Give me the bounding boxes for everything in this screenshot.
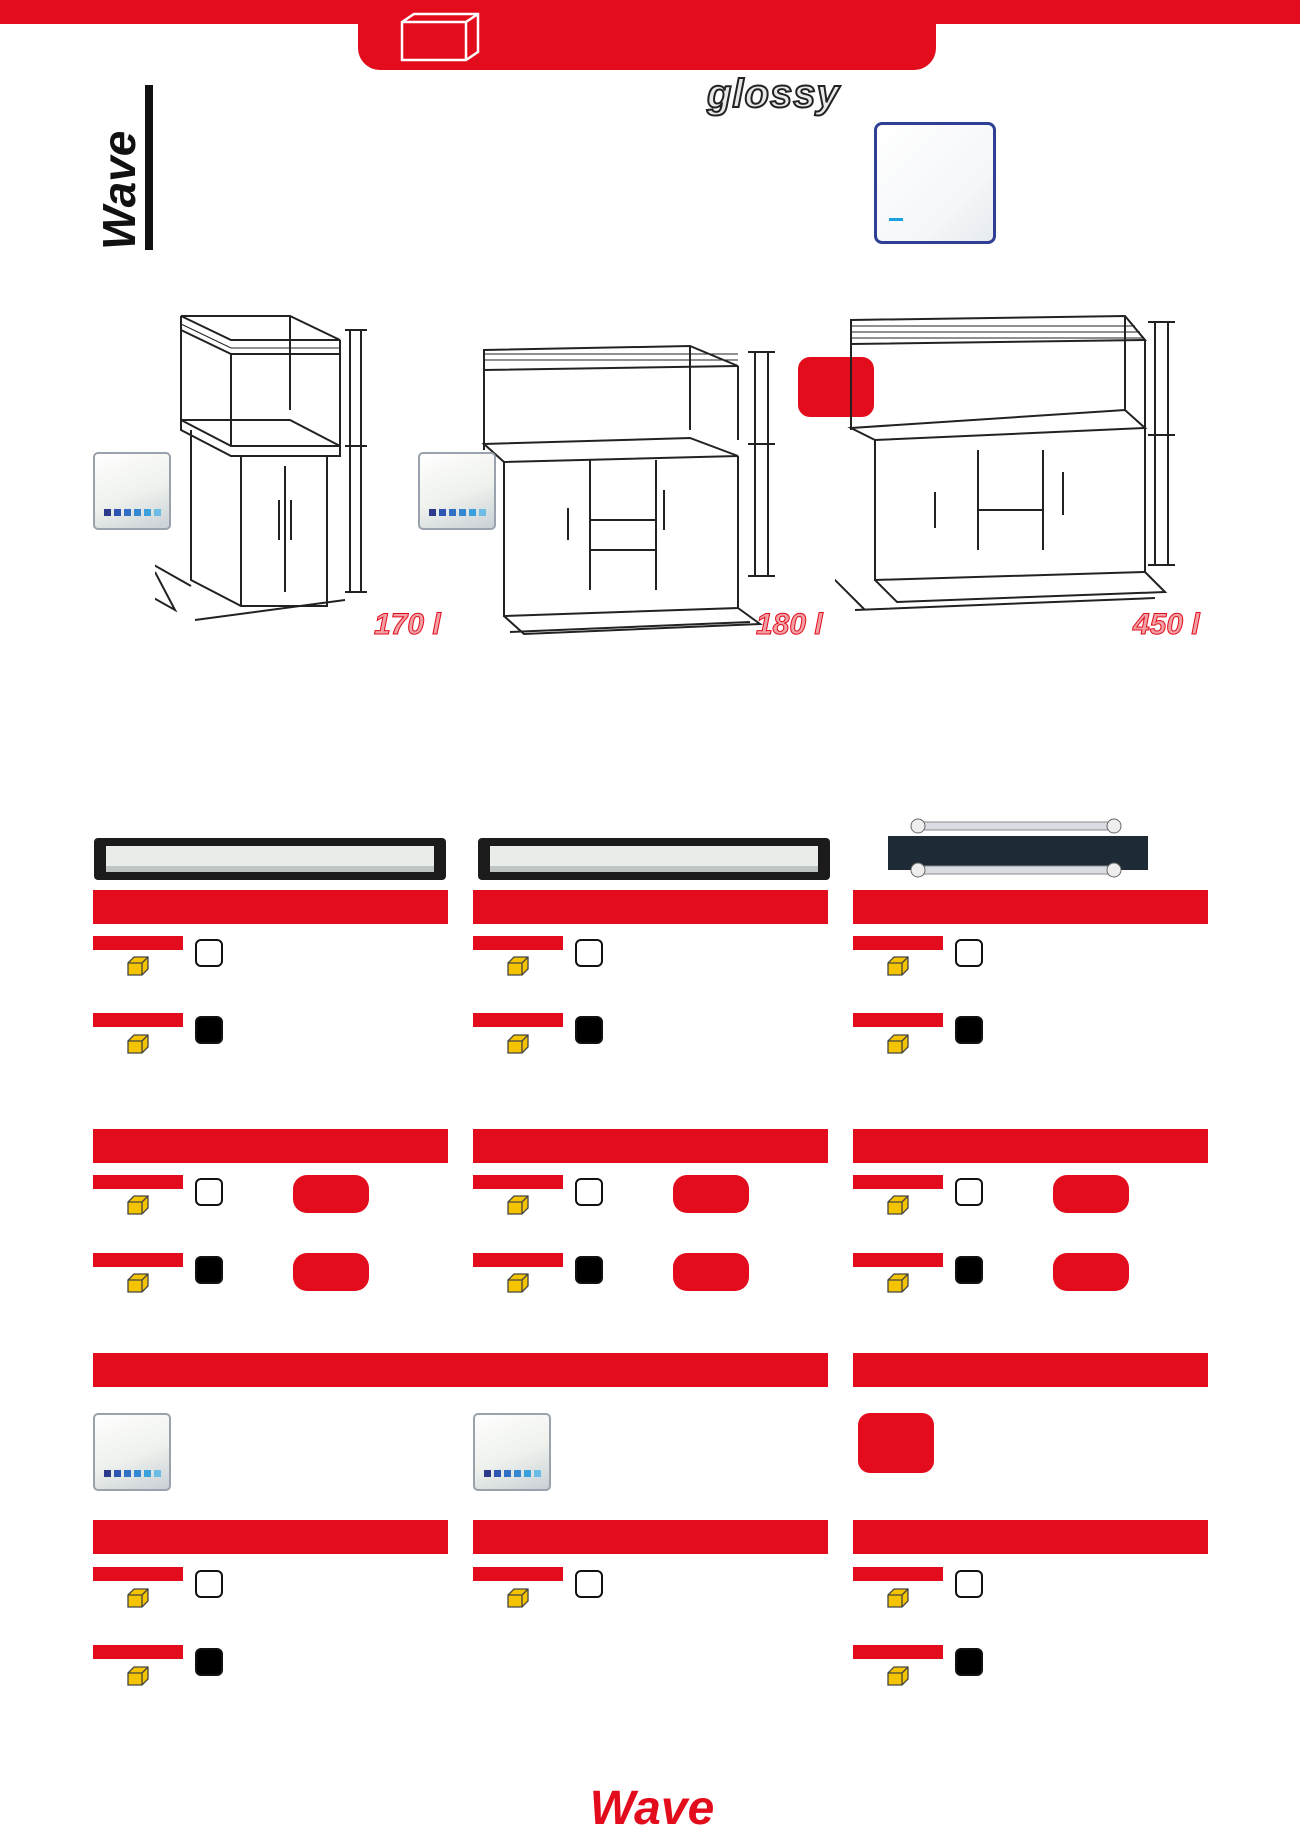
- led-lamp-icon: [94, 838, 446, 880]
- black-color-option[interactable]: [955, 1016, 983, 1044]
- section-bar: [93, 1129, 448, 1163]
- highlight-badge: [1053, 1175, 1129, 1213]
- highlight-badge: [293, 1253, 369, 1291]
- option-bar: [853, 936, 943, 950]
- box-icon: [887, 1666, 909, 1686]
- section-bar-wide: [93, 1353, 828, 1387]
- option-bar: [473, 936, 563, 950]
- option-bar: [853, 1175, 943, 1189]
- option-bar: [473, 1013, 563, 1027]
- option-bar: [853, 1567, 943, 1581]
- box-icon: [887, 1195, 909, 1215]
- black-color-option[interactable]: [955, 1256, 983, 1284]
- white-color-option[interactable]: [195, 1178, 223, 1206]
- white-color-option[interactable]: [195, 939, 223, 967]
- box-icon: [127, 1588, 149, 1608]
- section-bar: [853, 1129, 1208, 1163]
- t5-lamp-icon: [888, 818, 1148, 878]
- footer-logo-text: Wave: [590, 1782, 715, 1832]
- aquarium-drawing-450: [835, 314, 1175, 611]
- brand-logo-footer: Wave: [590, 1782, 715, 1832]
- highlight-badge: [1053, 1253, 1129, 1291]
- box-icon: [887, 1273, 909, 1293]
- box-icon: [127, 1034, 149, 1054]
- black-color-option[interactable]: [575, 1016, 603, 1044]
- section-bar: [473, 1129, 828, 1163]
- option-bar: [93, 936, 183, 950]
- option-bar: [93, 1253, 183, 1267]
- aquarium-outline-icon: [400, 12, 480, 62]
- box-icon: [507, 1034, 529, 1054]
- color-swatch-icon: [93, 1413, 171, 1491]
- black-color-option[interactable]: [195, 1648, 223, 1676]
- color-swatch-icon: [418, 452, 496, 530]
- option-bar: [473, 1567, 563, 1581]
- white-color-option[interactable]: [195, 1570, 223, 1598]
- color-swatch-icon: [93, 452, 171, 530]
- box-icon: [887, 1034, 909, 1054]
- box-icon: [127, 956, 149, 976]
- box-icon: [507, 956, 529, 976]
- section-bar: [853, 1353, 1208, 1387]
- color-swatch-icon: [473, 1413, 551, 1491]
- brand-logo-text: Wave: [95, 131, 145, 250]
- option-bar: [853, 1645, 943, 1659]
- box-icon: [507, 1588, 529, 1608]
- capacity-label: 180 l: [756, 608, 824, 642]
- section-bar: [473, 890, 828, 924]
- aquarium-drawing-180: [481, 344, 775, 636]
- option-bar: [853, 1013, 943, 1027]
- white-color-option[interactable]: [955, 1178, 983, 1206]
- box-icon: [887, 956, 909, 976]
- capacity-label: 450 l: [1133, 608, 1201, 642]
- option-bar: [93, 1175, 183, 1189]
- option-bar: [93, 1645, 183, 1659]
- black-color-option[interactable]: [195, 1256, 223, 1284]
- black-color-option[interactable]: [195, 1016, 223, 1044]
- black-color-option[interactable]: [955, 1648, 983, 1676]
- section-bar: [853, 1520, 1208, 1554]
- highlight-badge: [798, 357, 874, 417]
- section-bar: [93, 1520, 448, 1554]
- finish-label: glossy: [706, 71, 840, 117]
- option-bar: [473, 1175, 563, 1189]
- highlight-badge: [673, 1253, 749, 1291]
- white-color-option[interactable]: [955, 1570, 983, 1598]
- box-icon: [127, 1273, 149, 1293]
- white-color-option[interactable]: [575, 1570, 603, 1598]
- option-bar: [853, 1253, 943, 1267]
- option-bar: [93, 1013, 183, 1027]
- white-color-option[interactable]: [955, 939, 983, 967]
- highlight-badge: [673, 1175, 749, 1213]
- box-icon: [887, 1588, 909, 1608]
- box-icon: [127, 1666, 149, 1686]
- box-icon: [127, 1195, 149, 1215]
- highlight-badge: [858, 1413, 934, 1473]
- top-tab: [358, 0, 936, 70]
- highlight-badge: [293, 1175, 369, 1213]
- white-color-option[interactable]: [575, 1178, 603, 1206]
- section-bar: [853, 890, 1208, 924]
- brand-logo-vertical: Wave: [95, 85, 153, 250]
- capacity-label: 170 l: [374, 608, 442, 642]
- white-color-option[interactable]: [575, 939, 603, 967]
- box-icon: [507, 1273, 529, 1293]
- glossy-finish-swatch: [874, 122, 996, 244]
- led-lamp-icon: [478, 838, 830, 880]
- aquarium-drawing-170: [155, 315, 367, 621]
- option-bar: [473, 1253, 563, 1267]
- black-color-option[interactable]: [575, 1256, 603, 1284]
- box-icon: [507, 1195, 529, 1215]
- section-bar: [93, 890, 448, 924]
- option-bar: [93, 1567, 183, 1581]
- section-bar: [473, 1520, 828, 1554]
